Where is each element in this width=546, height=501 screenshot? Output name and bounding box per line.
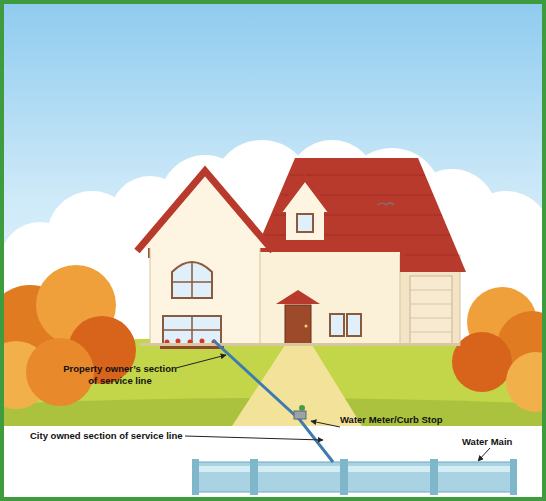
dormer-window <box>297 214 313 232</box>
pipe-joint <box>510 459 517 495</box>
water-main-pipe <box>192 459 517 495</box>
sky <box>0 0 546 430</box>
water-meter <box>294 411 306 419</box>
porch-roof <box>276 290 320 304</box>
bird <box>378 203 394 205</box>
lower-window <box>163 316 221 344</box>
left-trees <box>0 265 136 409</box>
leader-arrow <box>185 436 323 440</box>
leader-arrow <box>176 355 226 368</box>
front-door <box>285 305 311 345</box>
leader-lines <box>176 355 490 461</box>
dormer-wall <box>286 208 324 240</box>
curb-stop-valve <box>299 405 305 411</box>
foundation <box>140 343 460 346</box>
service-line <box>213 340 333 462</box>
pipe-body <box>195 462 515 492</box>
door-knob <box>305 325 308 328</box>
main-roof <box>255 158 466 272</box>
pipe-joint <box>340 459 348 495</box>
gable-window <box>172 262 212 298</box>
right-trees <box>452 287 546 412</box>
gable-wall <box>150 242 260 345</box>
flower <box>176 339 181 344</box>
dormer-gable <box>280 180 330 212</box>
window-mullions <box>163 316 221 344</box>
callout-label: City owned section of service line <box>30 430 183 442</box>
tree-foliage <box>452 332 512 392</box>
house-wall <box>255 245 405 345</box>
callout-label: Water Meter/Curb Stop <box>340 414 443 426</box>
gable-trim <box>137 171 273 251</box>
pipe-joint <box>250 459 258 495</box>
leader-arrow <box>478 448 490 461</box>
side-window <box>330 314 344 336</box>
window-mullions <box>172 262 212 298</box>
house <box>137 158 466 349</box>
walkway <box>232 345 362 426</box>
callout-label: Property owner’s section of service line <box>58 363 182 387</box>
ground-cutaway <box>0 426 546 501</box>
callout-label: Water Main <box>462 436 512 448</box>
flower <box>200 339 205 344</box>
pipe-joint <box>192 459 199 495</box>
dormer-trim <box>278 178 332 214</box>
clouds <box>0 140 546 350</box>
gable-front <box>140 175 270 248</box>
pipe-highlight <box>197 466 513 472</box>
garage-door-panels <box>410 290 452 332</box>
side-window <box>347 314 361 336</box>
roof-shingle-lines <box>265 175 458 255</box>
tree-foliage <box>506 352 546 412</box>
garage-door <box>410 276 452 345</box>
pipe-joint <box>430 459 438 495</box>
leader-arrow <box>311 421 340 427</box>
